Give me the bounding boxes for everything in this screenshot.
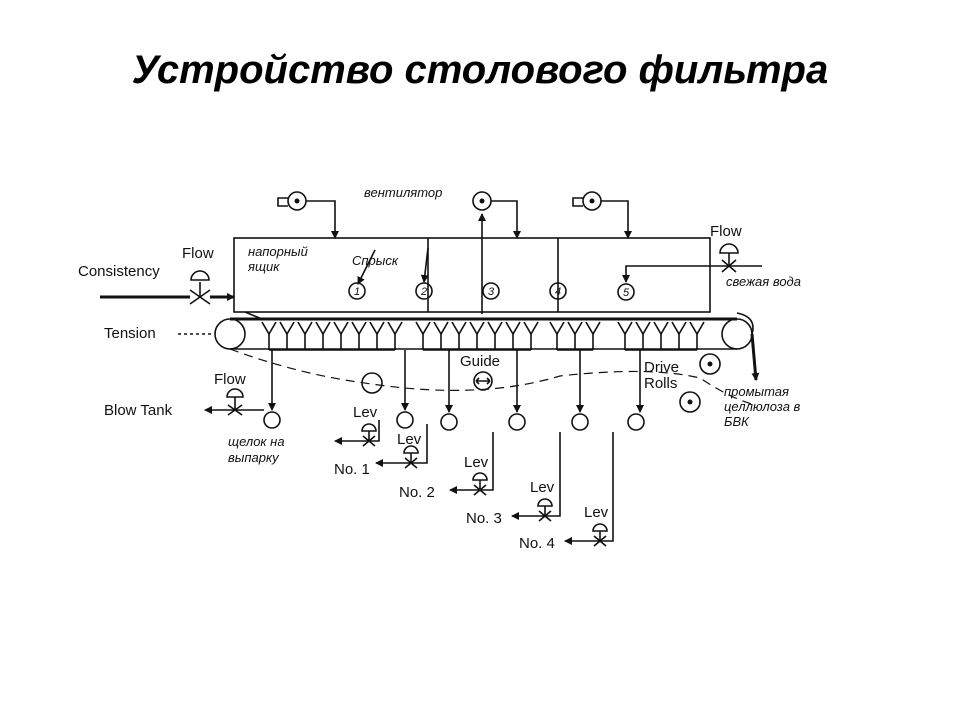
shower-1 bbox=[348, 282, 366, 300]
guide-label: Guide bbox=[460, 353, 500, 370]
drive-rolls-label: Drive bbox=[644, 359, 679, 376]
showers-label: Спрыск bbox=[352, 253, 399, 268]
shower-5 bbox=[617, 283, 635, 301]
suction-boxes bbox=[261, 321, 705, 336]
svg-text:4: 4 bbox=[555, 286, 561, 298]
drive-rolls-icon bbox=[679, 353, 721, 413]
lev-label: Lev bbox=[353, 404, 378, 421]
svg-text:1: 1 bbox=[354, 286, 360, 298]
fan-icon bbox=[472, 191, 521, 239]
drop-lines bbox=[268, 350, 644, 413]
shower-4 bbox=[549, 282, 567, 300]
blow-tank-label: Blow Tank bbox=[104, 402, 173, 419]
shower-pipes bbox=[357, 247, 429, 285]
ventilator-label: вентилятор bbox=[364, 185, 442, 200]
fresh-water-line bbox=[622, 243, 762, 283]
consistency-label: Consistency bbox=[78, 263, 160, 280]
blow-tank-line bbox=[204, 388, 264, 416]
fresh-water-label: свежая вода bbox=[726, 274, 801, 289]
inlet-line bbox=[100, 270, 235, 305]
flow-inlet-label: Flow bbox=[182, 245, 214, 262]
drive-rolls-label: Rolls bbox=[644, 375, 677, 392]
return-roll bbox=[361, 372, 383, 394]
fan-icon bbox=[572, 191, 632, 239]
flow-blow-label: Flow bbox=[214, 371, 246, 388]
washed-pulp-label: целлюлоза в bbox=[724, 399, 801, 414]
shower-2 bbox=[415, 282, 433, 300]
filtrate-collectors bbox=[268, 334, 698, 351]
svg-text:2: 2 bbox=[420, 286, 427, 298]
washed-pulp-label: БВК bbox=[724, 414, 750, 429]
slide-title: Устройство столового фильтра bbox=[131, 48, 829, 92]
flow-water-label: Flow bbox=[710, 223, 742, 240]
shower-3 bbox=[482, 282, 500, 300]
outlet-no3-label: No. 3 bbox=[466, 510, 502, 527]
tension-label: Tension bbox=[104, 325, 156, 342]
wire-return-path bbox=[229, 348, 753, 405]
outlet-no2-label: No. 2 bbox=[399, 484, 435, 501]
lev-label: Lev bbox=[584, 504, 609, 521]
lev-label: Lev bbox=[464, 454, 489, 471]
wire-belt bbox=[214, 311, 760, 381]
filter-hood bbox=[233, 237, 711, 313]
shower-markers: 1 2 3 4 5 bbox=[348, 282, 635, 301]
headbox-label: ящик bbox=[247, 259, 280, 274]
liquor-label: щелок на bbox=[228, 434, 285, 449]
pump-icons bbox=[263, 411, 645, 431]
headbox-label: напорный bbox=[248, 244, 308, 259]
outlet-lines bbox=[334, 420, 614, 547]
guide-roll bbox=[473, 371, 493, 391]
svg-text:3: 3 bbox=[488, 286, 495, 298]
outlet-no1-label: No. 1 bbox=[334, 461, 370, 478]
lev-label: Lev bbox=[397, 431, 422, 448]
liquor-label: выпарку bbox=[228, 450, 280, 465]
washed-pulp-label: промытая bbox=[724, 384, 789, 399]
lev-label: Lev bbox=[530, 479, 555, 496]
outlet-no4-label: No. 4 bbox=[519, 535, 555, 552]
svg-text:5: 5 bbox=[623, 287, 630, 299]
fan-icon bbox=[277, 191, 339, 239]
